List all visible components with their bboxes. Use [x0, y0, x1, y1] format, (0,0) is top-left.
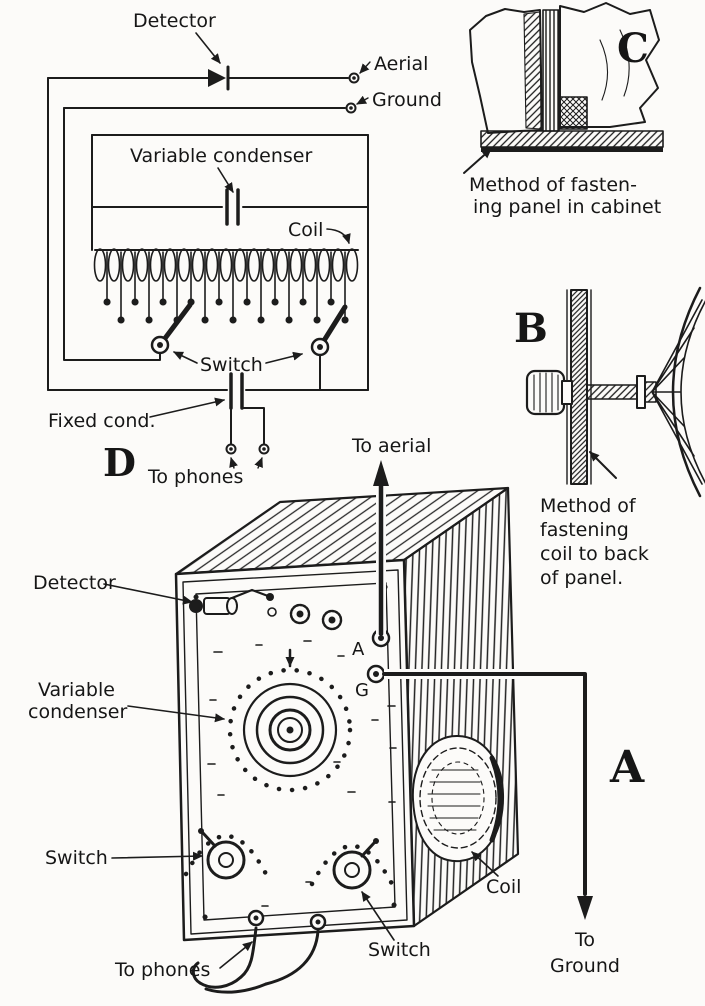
variable-label-line1: Variable	[38, 679, 115, 701]
coil-through-side	[411, 734, 505, 863]
section-letter-c: C	[617, 25, 649, 72]
coil-spokes	[651, 299, 703, 485]
ground-lead-wire	[382, 672, 587, 896]
coil-taps	[106, 251, 346, 321]
switch-pointer-arrow-left	[173, 351, 198, 364]
aerial-label: Aerial	[374, 53, 428, 75]
dial-dot-ring	[227, 667, 353, 793]
switch-knob	[206, 840, 246, 880]
detector-assembly	[189, 588, 343, 631]
coil-pointer-arrow	[471, 851, 499, 877]
panel-switch-left	[183, 828, 269, 880]
switch-label: Switch	[200, 354, 263, 376]
switch-bottom-label: Switch	[368, 939, 431, 961]
caption-c-line2: ing panel in cabinet	[473, 196, 661, 218]
cleat-block	[559, 96, 588, 130]
to-ground-label-line1: To	[574, 929, 595, 951]
panel-fastening-detail-c: C Method of fasten- ing panel in cabinet	[463, 2, 664, 218]
base-edge	[481, 147, 663, 152]
panel-speckles	[207, 640, 397, 907]
detector-pointer-arrow	[103, 583, 193, 605]
panel-border-outer	[182, 569, 408, 935]
coil-winding	[93, 248, 359, 282]
ground-label: Ground	[372, 89, 442, 111]
fixed-cond-pointer-arrow	[149, 397, 225, 418]
panel-edge-on	[570, 289, 588, 485]
panel-board-section	[559, 2, 660, 128]
section-letter-d: D	[103, 440, 136, 485]
section-letter-a: A	[609, 742, 645, 793]
caption-b-line3: coil to back	[540, 543, 649, 565]
coil-rim-inner	[680, 300, 705, 484]
detector-diode-icon	[208, 69, 226, 87]
panel-edge	[542, 9, 560, 132]
contact-studs	[103, 298, 349, 324]
terminal-g-label: G	[355, 680, 369, 701]
caption-pointer-arrow	[589, 451, 617, 479]
caption-b-line2: fastening	[540, 519, 629, 541]
switch-left-pointer-arrow	[111, 851, 203, 861]
aerial-arrowhead	[373, 460, 389, 486]
terminal-a-label: A	[352, 639, 365, 660]
switch-left-label: Switch	[45, 847, 108, 869]
variable-condenser-pointer-arrow	[127, 705, 225, 723]
switch-lever-left	[150, 302, 193, 355]
coil-fastening-detail-b: B Method of fastening coil to back of pa…	[514, 286, 705, 589]
switch-pointer-arrow-right	[265, 351, 303, 364]
to-phones-label: To phones	[147, 466, 243, 488]
coil-label: Coil	[288, 219, 323, 241]
to-ground-label-line2: Ground	[550, 955, 620, 977]
coil-label: Coil	[486, 876, 521, 898]
caption-pointer-arrow	[463, 148, 492, 174]
to-phones-pointer-arrow	[219, 941, 253, 969]
to-phones-pointer-arrow-left	[229, 457, 238, 469]
coil-rim-outer	[671, 286, 702, 498]
detector-pointer-arrow	[195, 32, 221, 64]
switch-bottom-pointer-arrow	[361, 891, 395, 941]
switch-lever-right	[310, 304, 348, 391]
cabinet-base	[480, 130, 664, 148]
panel-switch-right	[309, 838, 395, 890]
variable-condenser-pointer-arrow	[217, 167, 234, 193]
ground-arrowhead	[577, 896, 593, 920]
to-phones-pointer-arrow-right	[254, 457, 263, 469]
coil-hub	[644, 381, 657, 403]
caption-b-line4: of panel.	[540, 567, 623, 589]
schematic-diagram-d: Detector Aerial Ground Variable condense…	[47, 10, 442, 488]
variable-condenser-label: Variable condenser	[130, 145, 312, 167]
variable-label-line2: condenser	[28, 701, 127, 723]
nut-collar	[561, 380, 573, 405]
ground-pointer-arrow	[356, 95, 369, 105]
side-shadow	[523, 11, 542, 130]
fixed-cond-label: Fixed cond.	[48, 410, 156, 432]
aerial-pointer-arrow	[359, 61, 371, 74]
washer	[636, 375, 646, 409]
thumb-nut-knurling	[533, 372, 559, 413]
to-phones-label: To phones	[114, 959, 210, 981]
phone-posts-and-cord	[191, 909, 327, 994]
caption-b-line1: Method of	[540, 495, 637, 517]
detector-label: Detector	[33, 572, 116, 594]
variable-condenser-dial	[227, 648, 353, 793]
detector-label: Detector	[133, 10, 216, 32]
section-letter-b: B	[514, 305, 548, 352]
mounting-screw-shaft	[586, 384, 638, 400]
caption-c-line1: Method of fasten-	[469, 174, 637, 196]
to-aerial-label: To aerial	[351, 435, 431, 457]
switch-knob	[332, 850, 372, 890]
cabinet-assembly-a: To aerial Detector A G Variable condense…	[28, 435, 645, 994]
wood-grain	[599, 29, 630, 101]
coil-pointer-arrow	[326, 228, 351, 244]
